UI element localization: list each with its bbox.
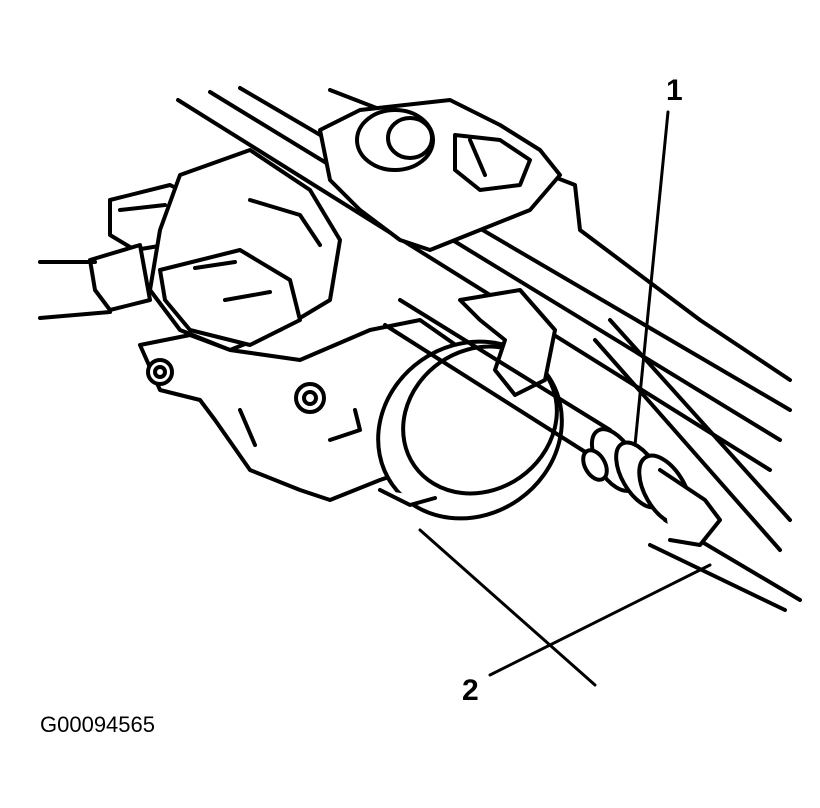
- leader-line-1: [633, 110, 670, 447]
- callout-1: 1: [666, 74, 683, 107]
- collar-ring: [376, 288, 564, 521]
- steering-shaft: [383, 298, 612, 457]
- leader-line-2: [488, 563, 712, 677]
- figure-id: G00094565: [40, 712, 155, 737]
- datum-line: [418, 528, 597, 687]
- callout-2: 2: [462, 674, 479, 707]
- upper-bracket: [318, 98, 562, 252]
- leader-lines: [418, 110, 712, 687]
- switch-housing: [38, 148, 342, 352]
- shaft-bearing: [581, 427, 722, 547]
